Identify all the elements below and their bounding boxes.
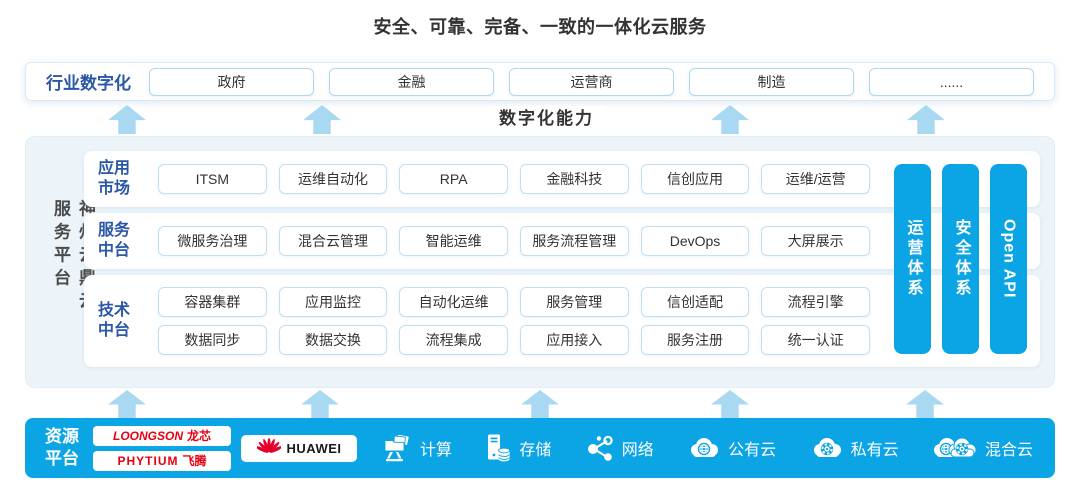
loongson-cn-label: 龙芯 bbox=[187, 429, 212, 443]
industry-digitalization-row: 行业数字化 政府金融运营商制造...... bbox=[25, 62, 1055, 101]
loongson-wordmark: LOONGSON bbox=[112, 428, 183, 443]
private-cloud-icon bbox=[810, 436, 844, 460]
platform-box: 流程集成 bbox=[399, 325, 508, 355]
page-title: 安全、可靠、完备、一致的一体化云服务 bbox=[373, 17, 707, 37]
platform-box: 服务管理 bbox=[519, 287, 629, 317]
platform-row: 技术中台容器集群应用监控自动化运维服务管理信创适配流程引擎数据同步数据交换流程集… bbox=[84, 275, 1040, 367]
platform-row-items: ITSM 运维自动化 RPA 金融科技信创应用运维/运营 bbox=[158, 164, 870, 194]
huawei-logo: HUAWEI bbox=[241, 434, 357, 462]
resource-bar-label: 资源 平台 bbox=[45, 426, 79, 468]
platform-row: 服务中台微服务治理混合云管理智能运维服务流程管理 DevOps 大屏展示 bbox=[84, 213, 1040, 269]
network-icon bbox=[585, 435, 615, 462]
platform-box: 大屏展示 bbox=[761, 226, 870, 256]
industry-item: 政府 bbox=[149, 67, 314, 96]
pillar-security-system: 安全体系 bbox=[942, 164, 979, 354]
pillar-open-api: Open API bbox=[990, 164, 1027, 354]
platform-box: 自动化运维 bbox=[399, 287, 508, 317]
phytium-cn-label: 飞腾 bbox=[182, 454, 207, 468]
platform-box: 运维自动化 bbox=[278, 164, 388, 194]
up-arrow-icon bbox=[303, 105, 341, 134]
platform-row-items: 微服务治理混合云管理智能运维服务流程管理 DevOps 大屏展示 bbox=[158, 226, 870, 256]
platform-row-label: 应用市场 bbox=[98, 160, 131, 197]
platform-box: ITSM bbox=[158, 164, 267, 194]
public-cloud-icon bbox=[687, 436, 721, 460]
up-arrow-icon bbox=[108, 390, 146, 418]
capability-label: 网络 bbox=[621, 442, 654, 459]
capability-label: 混合云 bbox=[984, 442, 1033, 459]
platform-box: 金融科技 bbox=[519, 164, 629, 194]
public-cloud-item: 公有云 bbox=[687, 436, 776, 460]
cloud-service-platform-panel: 神州云鼎云服务平台 应用市场ITSM运维自动化RPA金融科技信创应用运维/运营服… bbox=[25, 136, 1055, 388]
capability-label: 公有云 bbox=[728, 442, 777, 459]
industry-items: 政府金融运营商制造...... bbox=[149, 67, 1034, 96]
digital-capability-label: 数字化能力 bbox=[489, 106, 604, 132]
platform-box: 信创适配 bbox=[640, 287, 750, 317]
platform-box: 容器集群 bbox=[158, 287, 267, 317]
platform-box: 应用接入 bbox=[519, 325, 629, 355]
platform-rows: 应用市场 ITSM 运维自动化 RPA 金融科技信创应用运维/运营服务中台微服务治理混合… bbox=[84, 151, 1040, 367]
network-item: 网络 bbox=[585, 435, 654, 462]
platform-box: 服务流程管理 bbox=[519, 226, 629, 256]
up-arrow-icon bbox=[301, 390, 339, 418]
pillar-operation-system: 运营体系 bbox=[894, 164, 931, 354]
platform-box: 统一认证 bbox=[761, 325, 870, 355]
loongson-logo: LOONGSON 龙芯 bbox=[93, 425, 231, 446]
platform-box: 运维/运营 bbox=[761, 164, 870, 194]
industry-item: 运营商 bbox=[509, 67, 674, 96]
up-arrow-icon bbox=[108, 105, 146, 134]
hybrid-cloud-icon bbox=[932, 436, 978, 460]
industry-item: 制造 bbox=[689, 67, 854, 96]
capability-label: 存储 bbox=[519, 442, 552, 459]
huawei-flower-icon bbox=[254, 437, 283, 459]
platform-box: 流程引擎 bbox=[761, 287, 870, 317]
private-cloud-item: 私有云 bbox=[810, 436, 899, 460]
platform-box: 服务注册 bbox=[640, 325, 750, 355]
phytium-logo: PHYTIUM 飞腾 bbox=[93, 450, 231, 471]
compute-item: 计算 bbox=[383, 434, 453, 462]
platform-row-items: 容器集群应用监控自动化运维服务管理信创适配流程引擎数据同步数据交换流程集成应用接… bbox=[158, 287, 870, 355]
capability-label: 私有云 bbox=[850, 442, 899, 459]
phytium-wordmark: PHYTIUM bbox=[117, 453, 179, 468]
industry-row-label: 行业数字化 bbox=[46, 74, 131, 93]
platform-row-label: 服务中台 bbox=[98, 222, 131, 259]
platform-box: 数据交换 bbox=[278, 325, 388, 355]
vendor-logos: LOONGSON 龙芯 PHYTIUM 飞腾 bbox=[93, 425, 231, 471]
resource-platform-bar: 资源 平台 LOONGSON 龙芯 PHYTIUM 飞腾 bbox=[25, 418, 1055, 478]
huawei-wordmark: HUAWEI bbox=[286, 440, 342, 456]
platform-box: 数据同步 bbox=[158, 325, 267, 355]
platform-row: 应用市场 ITSM 运维自动化 RPA 金融科技信创应用运维/运营 bbox=[84, 151, 1040, 207]
up-arrow-icon bbox=[711, 105, 749, 134]
up-arrow-icon bbox=[906, 390, 944, 418]
platform-box: 应用监控 bbox=[278, 287, 388, 317]
hybrid-cloud-item: 混合云 bbox=[932, 436, 1033, 460]
platform-row-label: 技术中台 bbox=[98, 302, 131, 339]
up-arrow-icon bbox=[711, 390, 749, 418]
up-arrow-icon bbox=[907, 105, 945, 134]
platform-box: 信创应用 bbox=[640, 164, 750, 194]
platform-box: DevOps bbox=[640, 226, 750, 256]
compute-icon bbox=[383, 434, 413, 462]
storage-icon bbox=[485, 434, 512, 462]
platform-box: 智能运维 bbox=[399, 226, 508, 256]
industry-item: ...... bbox=[869, 67, 1034, 96]
capability-label: 计算 bbox=[420, 442, 453, 459]
platform-box: 微服务治理 bbox=[158, 226, 267, 256]
resource-capabilities: 计算 存储 网络 公有云 私有云 混合云 bbox=[367, 434, 1041, 462]
industry-item: 金融 bbox=[329, 67, 494, 96]
storage-item: 存储 bbox=[485, 434, 551, 462]
platform-box: 混合云管理 bbox=[278, 226, 388, 256]
up-arrow-icon bbox=[521, 390, 559, 418]
platform-box: RPA bbox=[399, 164, 508, 194]
